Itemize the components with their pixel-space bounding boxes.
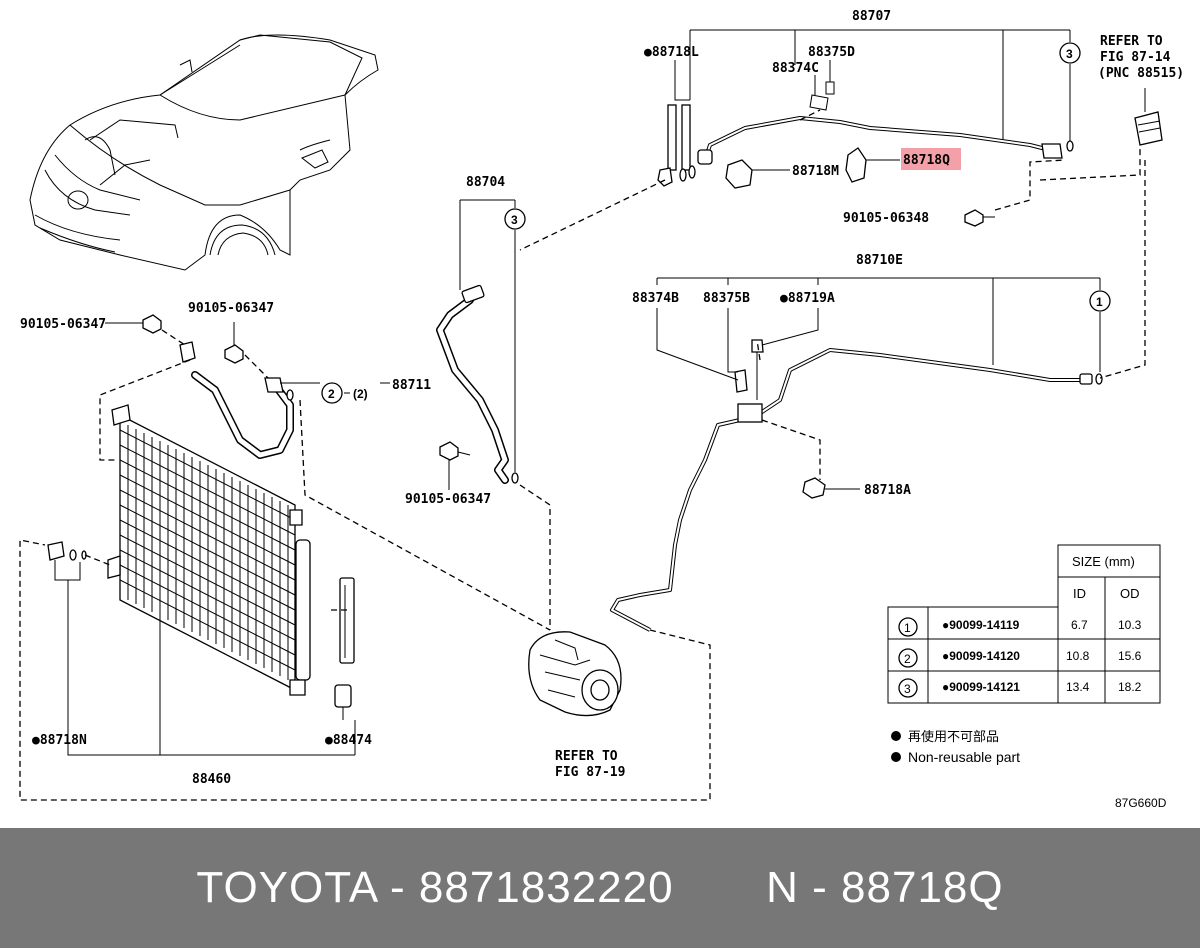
clamp-88718Q — [845, 147, 900, 183]
row1-num: 1 — [904, 621, 911, 635]
row3-part: ●90099-14121 — [942, 680, 1020, 694]
callout-88710E — [656, 277, 1101, 381]
row2-num: 2 — [904, 652, 911, 666]
label-88707: 88707 — [852, 9, 891, 24]
condenser-88460 — [107, 404, 311, 696]
legend: 再使用不可部品 Non-reusable part — [891, 729, 1020, 765]
callout-88704 — [459, 199, 519, 484]
refer-top-line3: (PNC 88515) — [1098, 66, 1184, 81]
hose-88711 — [179, 341, 294, 459]
hose-88704 — [436, 284, 509, 484]
legend-en: Non-reusable part — [908, 749, 1020, 765]
hose-88707 — [697, 81, 1063, 165]
labels: 88707 ●88718L 88375D 88374C 3 REFER TO F… — [20, 9, 1184, 810]
legend-bullet-jp — [891, 731, 901, 741]
row2-id: 10.8 — [1066, 649, 1090, 663]
label-88718Q: 88718Q — [903, 153, 950, 168]
bolt-left-2 — [224, 322, 244, 364]
row2-part: ●90099-14120 — [942, 649, 1020, 663]
row2-od: 15.6 — [1118, 649, 1142, 663]
label-88460: 88460 — [192, 772, 231, 787]
circle-3-top — [1059, 42, 1081, 64]
label-88375B: 88375B — [703, 291, 750, 306]
row1-part: ●90099-14119 — [942, 618, 1020, 632]
label-bolt-left: 90105-06347 — [20, 317, 106, 332]
row3-circle — [898, 678, 918, 698]
footer-bar: TOYOTA - 8871832220 N - 88718Q — [0, 828, 1200, 948]
circle-3-mid — [504, 208, 526, 230]
bolt-90105-06348 — [964, 209, 995, 227]
seal-88718N — [47, 541, 87, 561]
legend-jp: 再使用不可部品 — [908, 729, 999, 744]
label-bolt-90105-06348: 90105-06348 — [843, 211, 929, 226]
col-id: ID — [1073, 586, 1086, 601]
bolt-mid — [439, 441, 471, 490]
circle-2-qty: (2) — [353, 387, 368, 401]
callout-88460 — [54, 560, 356, 756]
desiccant-88474 — [334, 577, 355, 720]
row1-od: 10.3 — [1118, 618, 1142, 632]
circle-3-mid-label: 3 — [511, 213, 518, 227]
clamp-88718M — [725, 159, 790, 189]
row3-id: 13.4 — [1066, 680, 1090, 694]
circle-3-top-label: 3 — [1066, 47, 1073, 61]
compressor — [528, 631, 622, 717]
size-table: SIZE (mm) ID OD 1 ●90099-14119 6.7 10.3 … — [887, 544, 1161, 704]
pipe-88710E — [610, 339, 1103, 632]
clamp-88718A — [802, 477, 860, 499]
label-88704: 88704 — [466, 175, 505, 190]
label-88711: 88711 — [392, 378, 431, 393]
circle-1-right-label: 1 — [1096, 295, 1103, 309]
seal-88718L — [657, 104, 1074, 187]
callout-88707 — [674, 29, 1071, 145]
refer-bot-line1: REFER TO — [555, 749, 618, 764]
refer-bot-line2: FIG 87-19 — [555, 765, 625, 780]
row1-circle — [898, 617, 918, 637]
label-88718M: 88718M — [792, 164, 839, 179]
refer-top-line1: REFER TO — [1100, 34, 1163, 49]
row3-num: 3 — [904, 682, 911, 696]
parts-diagram: 88707 ●88718L 88375D 88374C 3 REFER TO F… — [19, 9, 1184, 810]
dashed-guides — [19, 109, 1146, 801]
bolt-left-1 — [105, 314, 162, 334]
label-88719A: ●88719A — [780, 291, 835, 306]
label-88474: ●88474 — [325, 733, 372, 748]
connector-88515 — [1134, 88, 1163, 146]
label-88718L: ●88718L — [644, 45, 699, 60]
circle-1-right — [1089, 290, 1111, 312]
label-88375D: 88375D — [808, 45, 855, 60]
row1-id: 6.7 — [1071, 618, 1088, 632]
label-88718A: 88718A — [864, 483, 911, 498]
circle-2-label: 2 — [328, 387, 335, 401]
highlight-88718Q — [901, 148, 961, 170]
circle-2 — [321, 382, 343, 404]
callout-88711 — [280, 382, 390, 394]
legend-bullet-en — [891, 752, 901, 762]
row3-od: 18.2 — [1118, 680, 1142, 694]
col-od: OD — [1120, 586, 1140, 601]
refer-top-line2: FIG 87-14 — [1100, 50, 1171, 65]
car-illustration — [29, 34, 379, 271]
label-88374C: 88374C — [772, 61, 819, 76]
label-88374B: 88374B — [632, 291, 679, 306]
label-88710E: 88710E — [856, 253, 903, 268]
label-bolt-left2: 90105-06347 — [188, 301, 274, 316]
diagram-code: 87G660D — [1115, 796, 1167, 810]
size-header: SIZE (mm) — [1072, 554, 1135, 569]
row2-circle — [898, 648, 918, 668]
footer-text: TOYOTA - 8871832220 N - 88718Q — [196, 863, 1004, 912]
label-bolt-mid: 90105-06347 — [405, 492, 491, 507]
label-88718N: ●88718N — [32, 733, 87, 748]
